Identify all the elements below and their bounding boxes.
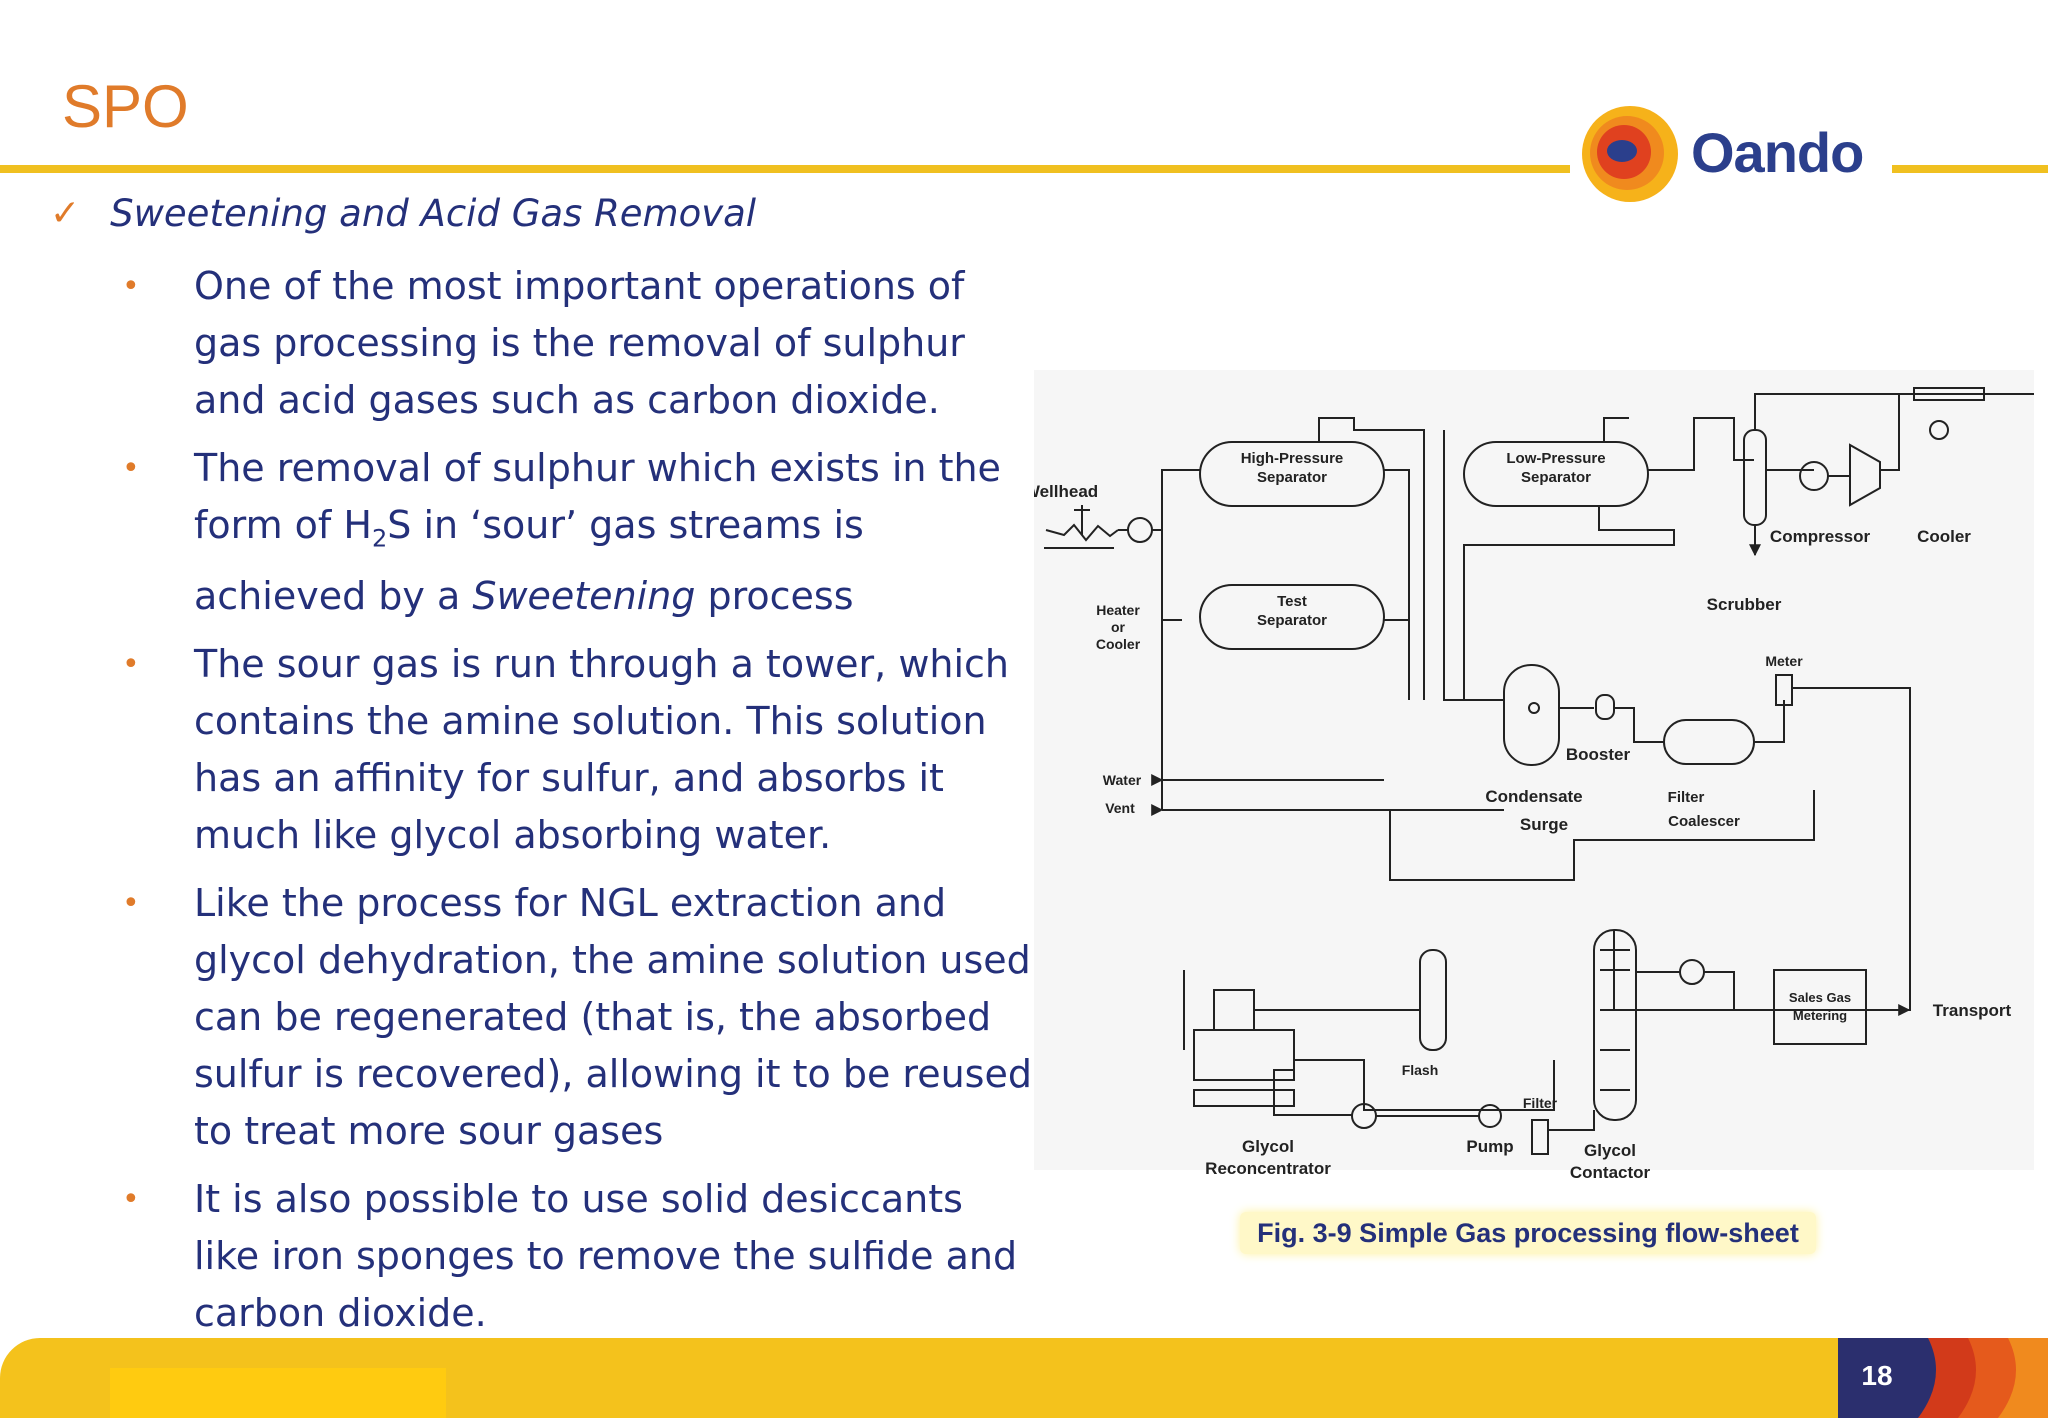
label-hp-separator-2: Separator (1257, 469, 1327, 486)
oando-logo-mark-icon (1582, 106, 1678, 202)
glycol-contactor-vessel (1593, 929, 1637, 1121)
bullet-dot-icon: • (122, 1181, 140, 1217)
bullet-list: • One of the most important operations o… (110, 258, 1040, 1353)
header-rule-right (1892, 165, 2048, 173)
slide-title: SPO (62, 73, 189, 140)
bullet-text-emphasis: Sweetening (472, 573, 696, 618)
label-lp-separator-1: Low-Pressure (1506, 450, 1605, 467)
label-meter: Meter (1765, 653, 1803, 669)
bullet-text-pre: The removal of sulphur which exists in t… (194, 446, 1001, 547)
bullet-text: The sour gas is run through a tower, whi… (194, 641, 1010, 857)
label-vent: Vent (1105, 800, 1135, 816)
bullet-item: • One of the most important operations o… (110, 258, 1040, 429)
label-glycol-contactor-2: Contactor (1570, 1163, 1651, 1182)
bullet-text: It is also possible to use solid desicca… (194, 1176, 1018, 1335)
header-rule-left (0, 165, 1570, 173)
section-heading-row: ✓ Sweetening and Acid Gas Removal (50, 192, 756, 235)
section-heading: Sweetening and Acid Gas Removal (110, 192, 757, 235)
hp-separator-vessel (1199, 441, 1385, 507)
label-scrubber: Scrubber (1707, 595, 1782, 614)
compressor-symbol (1849, 443, 1881, 507)
oando-logo: Oando (1576, 100, 1886, 210)
label-heater-1: Heater (1096, 602, 1140, 618)
label-compressor: Compressor (1770, 527, 1871, 546)
cooler-coil (1913, 387, 1985, 401)
glycol-filter-symbol (1531, 1119, 1549, 1155)
sales-gas-metering-box (1773, 969, 1867, 1045)
bullet-item: • It is also possible to use solid desic… (110, 1171, 1040, 1342)
bullet-dot-icon: • (122, 451, 140, 486)
bullet-text: One of the most important operations of … (194, 264, 965, 422)
diagram-background (1034, 370, 2034, 1170)
label-glycol-contactor-1: Glycol (1584, 1141, 1636, 1160)
bullet-text-subscript: 2 (371, 524, 388, 553)
condensate-surge-vessel (1503, 664, 1560, 766)
label-filter: Filter (1523, 1095, 1558, 1111)
page-number-badge (1838, 1338, 2048, 1418)
meter-symbol (1775, 674, 1793, 706)
reconcentrator-body (1193, 1029, 1295, 1081)
label-wellhead: Wellhead (1034, 482, 1098, 501)
label-lp-separator-2: Separator (1521, 469, 1591, 486)
label-heater-3: Cooler (1096, 636, 1141, 652)
label-sales-gas-1: Sales Gas (1789, 990, 1851, 1005)
bullet-item: • The removal of sulphur which exists in… (110, 440, 1040, 625)
label-test-separator-1: Test (1277, 593, 1307, 610)
figure-caption: Fig. 3-9 Simple Gas processing flow-shee… (1240, 1212, 1816, 1254)
bullet-item: • The sour gas is run through a tower, w… (110, 636, 1040, 864)
page-number: 18 (1861, 1360, 1893, 1391)
label-flash: Flash (1402, 1062, 1439, 1078)
bullet-dot-icon: • (122, 269, 140, 304)
bullet-text-post: process (695, 573, 854, 618)
flash-tank-vessel (1419, 949, 1447, 1051)
label-cooler: Cooler (1917, 527, 1971, 546)
label-heater-2: or (1111, 619, 1126, 635)
label-filter-coalescer-1: Filter (1668, 789, 1705, 806)
process-flow-diagram: Wellhead High-Pressure Separator Low-Pre… (1034, 370, 2034, 1182)
checkmark-icon: ✓ (50, 193, 81, 234)
bullet-text: Like the process for NGL extraction and … (194, 880, 1032, 1153)
label-filter-coalescer-2: Coalescer (1668, 813, 1740, 830)
label-condensate-surge-1: Condensate (1485, 787, 1582, 806)
label-test-separator-2: Separator (1257, 612, 1327, 629)
bullet-dot-icon: • (122, 885, 140, 921)
label-condensate-surge-2: Surge (1520, 815, 1568, 834)
wellhead-symbol (1044, 505, 1119, 549)
label-booster: Booster (1566, 745, 1631, 764)
label-pump: Pump (1466, 1137, 1513, 1156)
lp-separator-vessel (1463, 441, 1649, 507)
label-hp-separator-1: High-Pressure (1241, 450, 1344, 467)
footer-highlight (110, 1368, 446, 1418)
bullet-text-mid: S in ‘sour’ gas streams is achieved by a (194, 503, 864, 618)
label-transport: Transport (1933, 1001, 2012, 1020)
label-sales-gas-2: Metering (1793, 1008, 1847, 1023)
label-glycol-reconcentrator-1: Glycol (1242, 1137, 1294, 1156)
label-water: Water (1103, 772, 1142, 788)
label-glycol-reconcentrator-2: Reconcentrator (1205, 1159, 1331, 1178)
cooler-fan-icon (1929, 420, 1949, 440)
reconcentrator-base (1193, 1089, 1295, 1107)
logo-wordmark: Oando (1691, 121, 1864, 184)
bullet-item: • Like the process for NGL extraction an… (110, 875, 1040, 1160)
test-separator-vessel (1199, 584, 1385, 650)
bullet-dot-icon: • (122, 646, 140, 682)
